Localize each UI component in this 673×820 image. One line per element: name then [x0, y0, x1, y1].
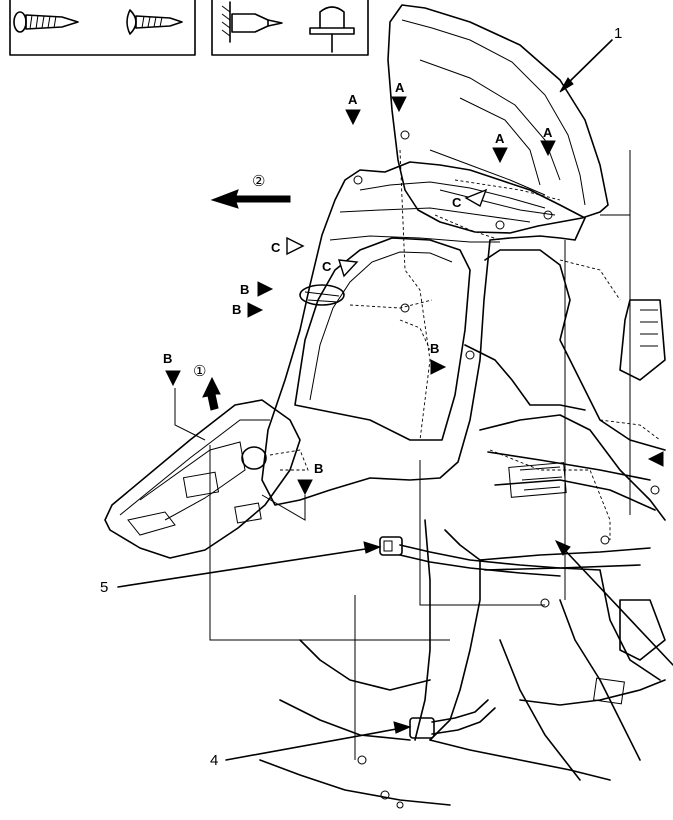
trim-clip-icon — [309, 6, 355, 53]
upper-trim-panel — [387, 4, 609, 234]
push-clip-icon — [221, 1, 283, 43]
marker-b-label: B — [163, 351, 172, 366]
marker-a-triangles — [345, 96, 556, 164]
harness-connector-5 — [379, 536, 601, 577]
lower-pocket-trim — [104, 399, 309, 559]
step-1-label: ① — [193, 363, 206, 380]
direction-arrow-1 — [202, 376, 221, 411]
marker-b-triangles — [165, 281, 664, 496]
marker-c-triangles — [286, 188, 488, 278]
callout-labels: 1 5 4 ② ① — [100, 25, 622, 769]
marker-a-label: A — [348, 92, 358, 107]
fastener-legend — [9, 0, 369, 56]
marker-a-label: A — [543, 125, 553, 140]
callout-arrows — [117, 39, 673, 761]
marker-a-label: A — [395, 80, 405, 95]
marker-b-label: B — [240, 282, 249, 297]
callout-5-label: 5 — [100, 579, 108, 596]
marker-b-label: B — [314, 461, 323, 476]
marker-c-label: C — [322, 259, 332, 274]
direction-arrow-2 — [210, 189, 291, 209]
marker-c-label: C — [271, 240, 281, 255]
fastener-positions — [353, 130, 660, 765]
vehicle-body — [259, 249, 666, 809]
marker-a-label: A — [495, 131, 505, 146]
quarter-trim-panel — [261, 149, 586, 506]
marker-b-label: B — [232, 302, 241, 317]
tapping-screw-icon — [13, 11, 79, 33]
leader-lines — [174, 150, 631, 760]
marker-b-label: B — [430, 341, 439, 356]
callout-4-label: 4 — [210, 752, 218, 769]
marker-c-label: C — [452, 195, 462, 210]
step-2-label: ② — [252, 173, 265, 190]
pan-head-screw-icon — [126, 9, 183, 35]
marker-labels: A A A A B B B B B C C C — [163, 80, 553, 476]
harness-connector-4 — [409, 699, 496, 739]
callout-1-label: 1 — [614, 25, 622, 42]
